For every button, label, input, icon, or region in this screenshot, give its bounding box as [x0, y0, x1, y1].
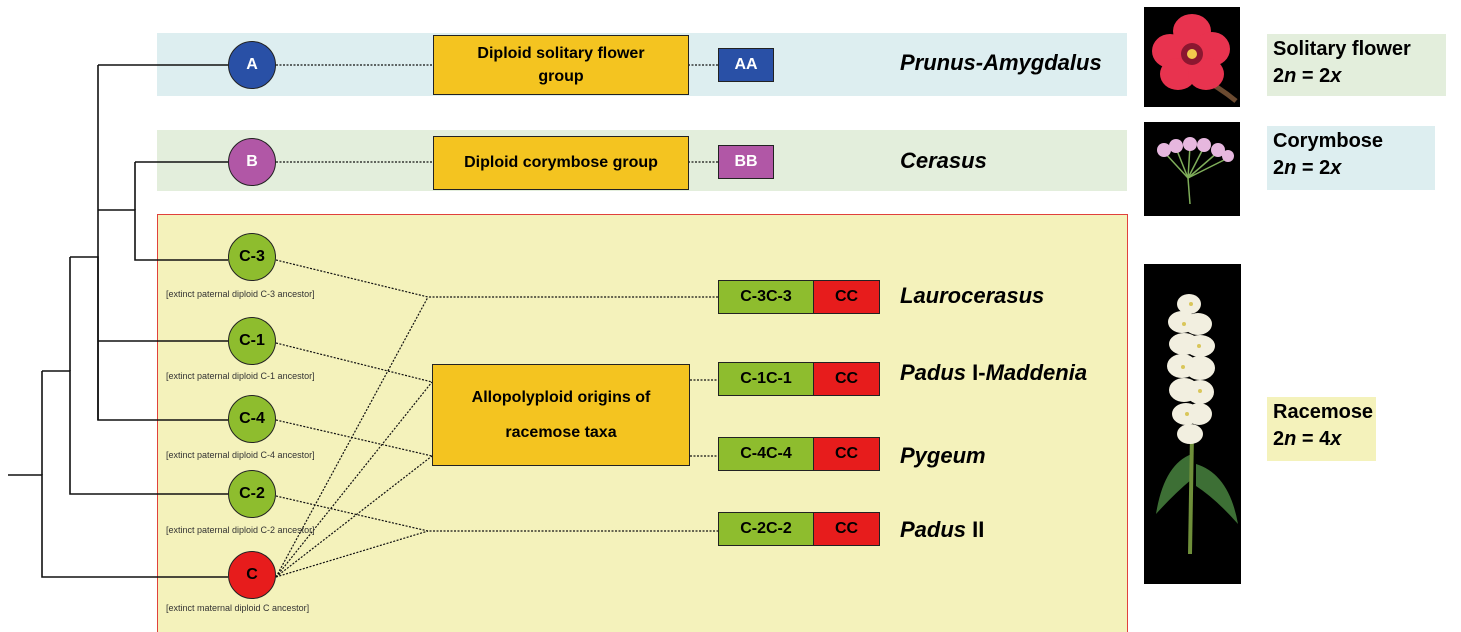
- taxon-padus-i-maddenia: Padus I-Maddenia: [900, 360, 1088, 385]
- taxon-padus-ii: Padus II: [900, 517, 985, 542]
- group-allo-line2: racemose taxa: [505, 424, 617, 441]
- solitary-flower-photo: [1144, 7, 1240, 107]
- node-c4: C-4: [228, 395, 276, 443]
- legend-solitary-title: Solitary flower: [1273, 38, 1411, 60]
- node-c: C: [228, 551, 276, 599]
- legend-corymbose: Corymbose 2n = 2x: [1267, 126, 1435, 190]
- genome-c1c1: C-1C-1: [718, 362, 814, 396]
- node-c1: C-1: [228, 317, 276, 365]
- genome-cc-padus2: CC: [813, 512, 880, 546]
- genome-c4c4: C-4C-4: [718, 437, 814, 471]
- taxon-prunus-amygdalus: Prunus-Amygdalus: [900, 50, 1102, 75]
- group-allo-line1: Allopolyploid origins of: [471, 388, 651, 406]
- genome-cc-laurocerasus: CC: [813, 280, 880, 314]
- taxon-laurocerasus: Laurocerasus: [900, 283, 1045, 308]
- genome-c3c3: C-3C-3: [718, 280, 814, 314]
- group-solitary-line1: Diploid solitary flower: [477, 44, 645, 62]
- legend-solitary-ploidy: 2n = 2x: [1273, 65, 1342, 87]
- caption-c1: [extinct paternal diploid C-1 ancestor]: [166, 371, 315, 381]
- genome-cc-pygeum: CC: [813, 437, 880, 471]
- tree-branches: [8, 64, 228, 578]
- legend-racemose-title: Racemose: [1273, 401, 1374, 423]
- group-allopolyploid: Allopolyploid origins of racemose taxa: [432, 364, 690, 466]
- node-c3: C-3: [228, 233, 276, 281]
- node-b: B: [228, 138, 276, 186]
- legend-solitary-flower: Solitary flower 2n = 2x: [1267, 34, 1446, 96]
- caption-c: [extinct maternal diploid C ancestor]: [166, 603, 310, 613]
- racemose-flower-photo: [1144, 264, 1241, 584]
- legend-racemose: Racemose 2n = 4x: [1267, 397, 1376, 461]
- genome-aa: AA: [718, 48, 774, 82]
- taxon-cerasus: Cerasus: [900, 148, 987, 173]
- group-corymbose: Diploid corymbose group: [433, 136, 689, 190]
- caption-c3: [extinct paternal diploid C-3 ancestor]: [166, 289, 315, 299]
- legend-corymbose-ploidy: 2n = 2x: [1273, 157, 1342, 179]
- legend-corymbose-title: Corymbose: [1273, 130, 1384, 152]
- group-solitary-flower: Diploid solitary flower group: [433, 35, 689, 95]
- legend-racemose-ploidy: 2n = 4x: [1273, 428, 1342, 450]
- genome-bb: BB: [718, 145, 774, 179]
- caption-c4: [extinct paternal diploid C-4 ancestor]: [166, 450, 315, 460]
- dotted-connectors: [275, 64, 718, 578]
- genome-c2c2: C-2C-2: [718, 512, 814, 546]
- group-solitary-line2: group: [538, 68, 584, 85]
- node-a: A: [228, 41, 276, 89]
- taxon-pygeum: Pygeum: [900, 443, 986, 468]
- genome-cc-padus1: CC: [813, 362, 880, 396]
- node-c2: C-2: [228, 470, 276, 518]
- corymbose-flower-photo: [1144, 122, 1240, 216]
- caption-c2: [extinct paternal diploid C-2 ancestor]: [166, 525, 315, 535]
